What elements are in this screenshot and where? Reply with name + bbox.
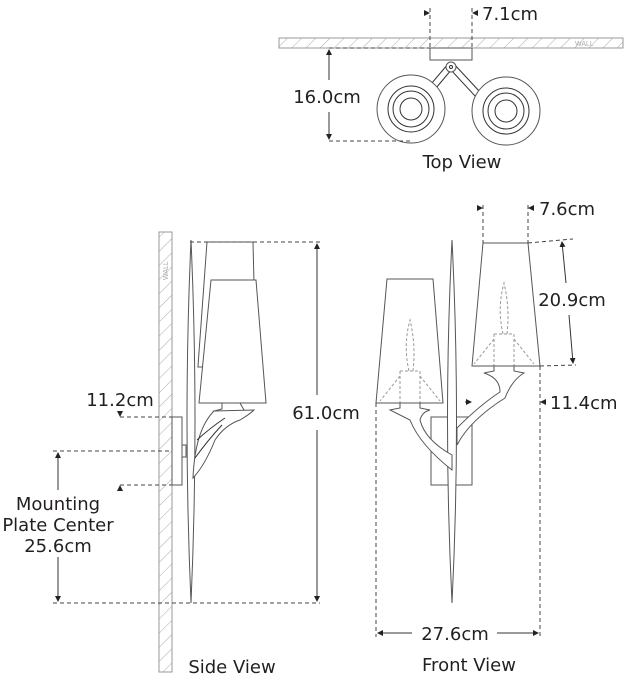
- top-view: WALL 7.1cm 16.0cm Top View: [278, 4, 624, 173]
- shade-right: [471, 76, 541, 146]
- overall-width-label: 27.6cm: [421, 624, 489, 645]
- front-view-title: Front View: [422, 655, 516, 676]
- mounting-label: Mounting: [16, 494, 100, 515]
- top-view-title: Top View: [422, 152, 502, 173]
- backplate: [186, 239, 196, 604]
- shade-bottom-width-label: 11.4cm: [550, 393, 618, 414]
- mounting-plate: [171, 416, 183, 486]
- wall-label: WALL: [575, 41, 594, 48]
- shade-front: [198, 279, 267, 404]
- plate-height-label: 11.2cm: [86, 390, 154, 411]
- wall-section: [158, 231, 173, 673]
- plate-width-label: 7.1cm: [482, 4, 538, 25]
- dimension-arrow: [568, 314, 576, 364]
- shade-right: [471, 242, 541, 367]
- arm-right: [456, 365, 526, 446]
- mounting-label: Plate Center: [2, 515, 114, 536]
- dimension-line: [539, 364, 577, 367]
- candle-left: [379, 318, 441, 403]
- mounting-value: 25.6cm: [24, 536, 92, 557]
- shade-top-width-label: 7.6cm: [539, 199, 595, 220]
- candle-right: [473, 281, 535, 366]
- dimension-arrow: [559, 241, 567, 284]
- mounting-knob: [181, 444, 187, 458]
- side-view: WALL 61.0cm 11.2cm Mounting Plate Center…: [2, 231, 360, 678]
- depth-label: 16.0cm: [293, 87, 361, 108]
- dimension-line: [527, 238, 574, 244]
- shade-left: [376, 74, 446, 144]
- height-label: 61.0cm: [292, 403, 360, 424]
- side-view-title: Side View: [188, 657, 275, 678]
- wall-section: [278, 37, 624, 49]
- shade-left: [375, 278, 444, 404]
- mounting-plate: [429, 47, 473, 61]
- arm-left: [388, 402, 453, 472]
- shade-height-label: 20.9cm: [538, 290, 606, 311]
- arm: [192, 409, 256, 480]
- front-view: 7.6cm 20.9cm 11.4cm 27.6cm Front View: [375, 199, 618, 676]
- backplate: [447, 239, 457, 604]
- arm-swirl: [194, 417, 226, 459]
- wall-label: WALL: [163, 261, 170, 280]
